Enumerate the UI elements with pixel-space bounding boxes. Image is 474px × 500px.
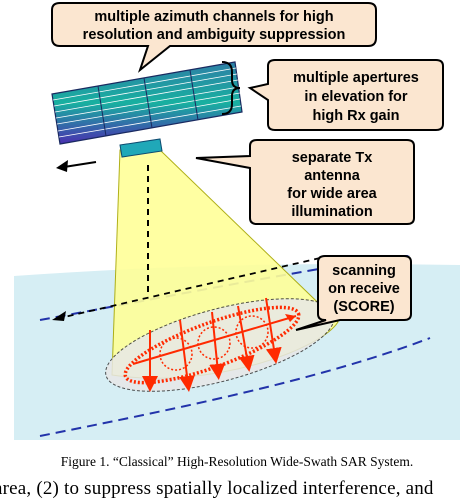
- elevation-brace: [221, 61, 241, 115]
- callout-elevation: multiple apertures in elevation for high…: [247, 59, 444, 131]
- callout-score-line-1: scanning: [332, 263, 396, 279]
- swath-edge-lower: [39, 337, 431, 437]
- figure-caption: Figure 1. “Classical” High-Resolution Wi…: [60, 454, 414, 469]
- callout-azimuth-line-2: resolution and ambiguity suppression: [83, 27, 346, 43]
- callout-tx: separate Tx antenna for wide area illumi…: [195, 139, 415, 225]
- callout-elevation-line-3: high Rx gain: [313, 108, 400, 124]
- tx-antenna-icon: [119, 138, 163, 158]
- callout-tx-line-4: illumination: [291, 204, 372, 220]
- callout-elevation-line-2: in elevation for: [304, 89, 407, 105]
- callout-score-line-2: on receive: [328, 281, 400, 297]
- callout-tx-line-3: for wide area: [287, 186, 377, 202]
- callout-score: scanning on receive (SCORE): [295, 255, 412, 331]
- score-scanning: [123, 297, 301, 392]
- ground-track-arrowhead: [52, 311, 66, 321]
- callout-azimuth-line-1: multiple azimuth channels for high: [94, 9, 333, 25]
- callout-tx-line-2: antenna: [304, 168, 361, 184]
- ground-track: [59, 257, 321, 319]
- body-text-fragment: area, (2) to suppress spatially localize…: [0, 478, 434, 499]
- flight-direction-arrow-icon: [56, 160, 97, 172]
- callout-azimuth: multiple azimuth channels for high resol…: [51, 1, 377, 73]
- callout-score-line-3: (SCORE): [333, 299, 394, 315]
- callout-tx-line-1: separate Tx: [292, 150, 373, 166]
- antenna-array-icon: [51, 61, 243, 145]
- callout-elevation-line-1: multiple apertures: [293, 70, 419, 86]
